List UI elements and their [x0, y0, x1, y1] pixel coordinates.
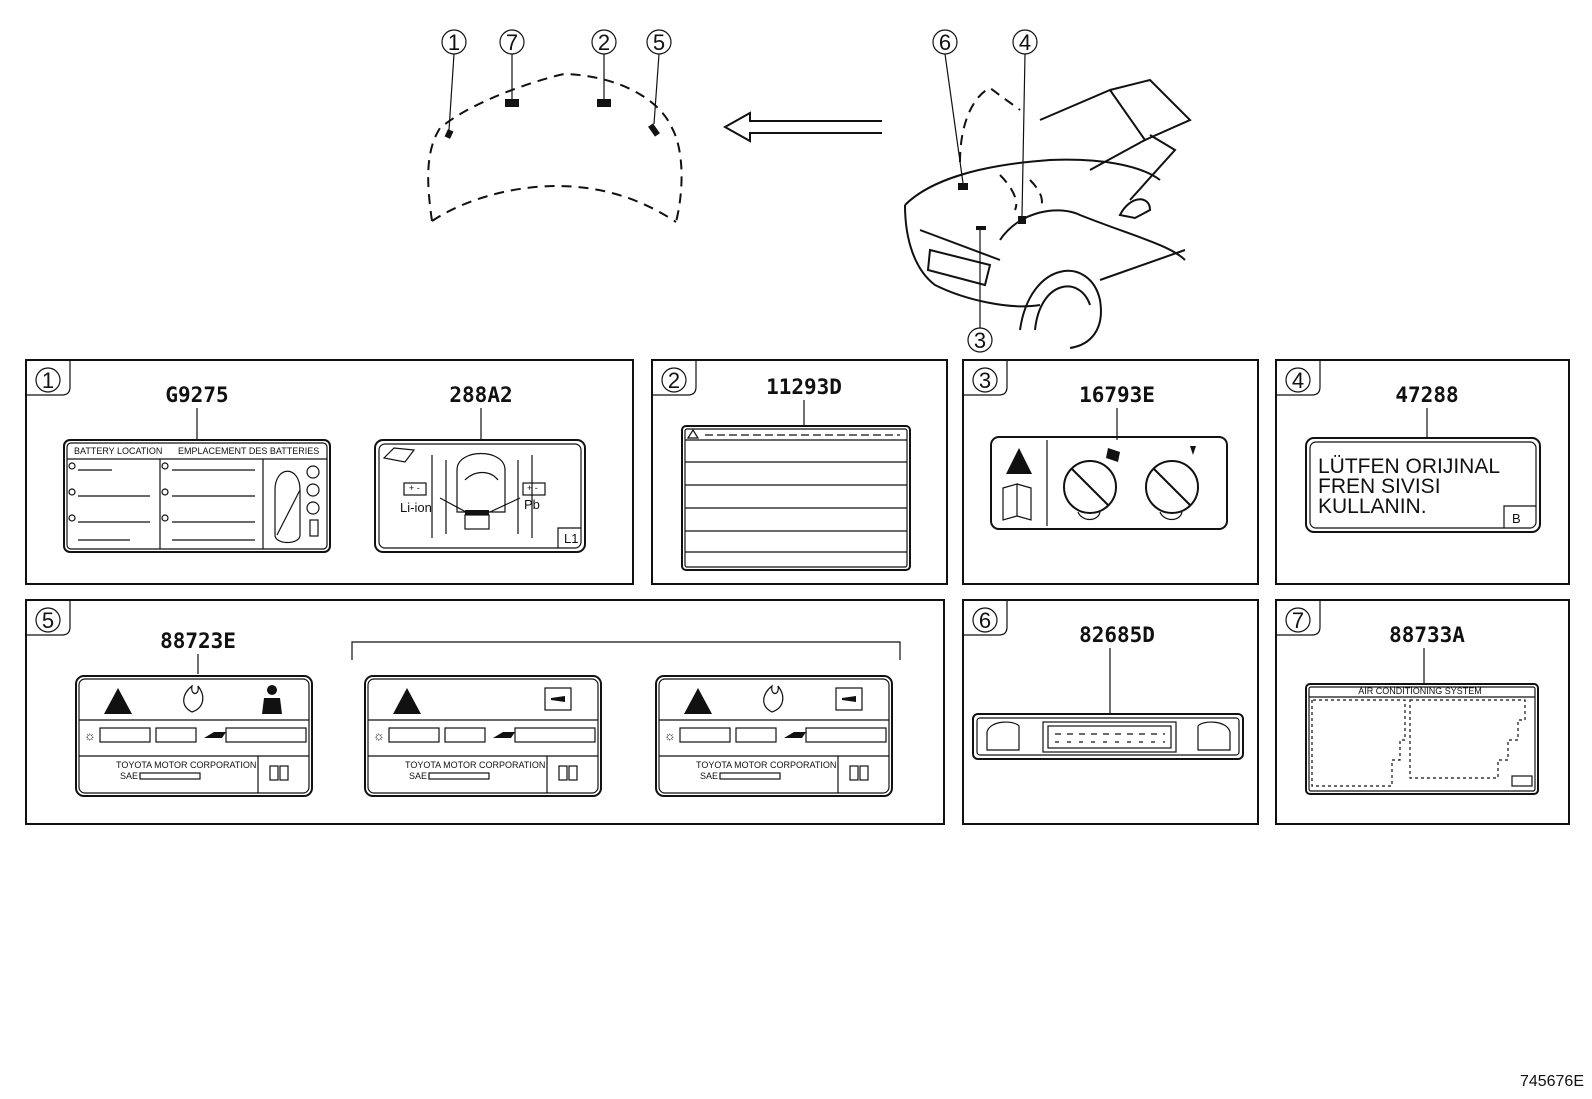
label-battery-title-fr: EMPLACEMENT DES BATTERIES — [178, 446, 319, 456]
callout-6-label: 6 — [939, 30, 951, 55]
label-liion-text: Li-ion — [400, 500, 432, 515]
label-47288-line2: FREN SIVISI — [1318, 475, 1441, 498]
callout-7: 7 — [499, 29, 525, 55]
svg-text:+ -: + - — [409, 483, 420, 493]
label-47288-line3: KULLANIN. — [1318, 495, 1427, 518]
warning-triangle-icon — [393, 688, 421, 714]
label-88733a: AIR CONDITIONING SYSTEM — [1305, 683, 1539, 795]
callout-5: 5 — [646, 29, 672, 55]
panel-3: 3 16793E — [962, 359, 1259, 585]
mechanic-icon — [267, 685, 277, 695]
part-number-82685d: 82685D — [1079, 623, 1155, 647]
callout-4: 4 — [1012, 29, 1038, 55]
part-number-11293d: 11293D — [766, 375, 842, 399]
hood-outline — [427, 53, 683, 223]
part-number-288a2: 288A2 — [449, 383, 512, 407]
oil-can-icon — [493, 732, 515, 738]
label-47288-code: B — [1512, 511, 1521, 526]
no-touch-icon — [1063, 460, 1117, 514]
label-maker-text: TOYOTA MOTOR CORPORATION — [116, 760, 256, 770]
panel-6: 6 82685D — [962, 599, 1259, 825]
callout-1-label: 1 — [448, 30, 460, 55]
panel-5-number: 5 — [42, 608, 54, 633]
no-liquid-icon — [1145, 460, 1199, 514]
label-sae-text: SAE — [409, 771, 427, 781]
panel-4: 4 47288 LÜTFEN ORIJINAL FREN SIVISI KULL… — [1275, 359, 1570, 585]
label-battery-location: BATTERY LOCATION EMPLACEMENT DES BATTERI… — [63, 439, 331, 553]
label-sae-text: SAE — [700, 771, 718, 781]
panel-3-number: 3 — [979, 368, 991, 393]
panel-4-number: 4 — [1292, 368, 1304, 393]
service-manual-icon — [544, 687, 572, 711]
sun-icon: ☼ — [373, 728, 385, 743]
label-11293d — [681, 425, 911, 571]
callout-6: 6 — [932, 29, 958, 55]
oil-can-icon — [204, 732, 226, 738]
sun-icon: ☼ — [84, 728, 96, 743]
callout-3: 3 — [967, 327, 993, 353]
part-number-47288: 47288 — [1395, 383, 1458, 407]
label-88733a-title: AIR CONDITIONING SYSTEM — [1358, 686, 1482, 696]
warning-triangle-icon — [684, 688, 712, 714]
panel-7-number: 7 — [1292, 608, 1304, 633]
callout-2-label: 2 — [598, 30, 610, 55]
part-number-g9275: G9275 — [165, 383, 228, 407]
direction-arrow-icon — [722, 111, 882, 143]
panel-5: 5 88723E — [25, 599, 945, 825]
label-l1-code: L1 — [564, 531, 578, 546]
service-manual-icon — [835, 687, 863, 711]
callout-2: 2 — [591, 29, 617, 55]
label-82685d — [972, 713, 1244, 760]
flame-icon — [763, 684, 784, 713]
part-number-88723e: 88723E — [160, 629, 236, 653]
warning-triangle-icon — [104, 688, 132, 714]
panel-6-number: 6 — [979, 608, 991, 633]
part-number-88733a: 88733A — [1389, 623, 1465, 647]
label-sae-text: SAE — [120, 771, 138, 781]
label-pb-text: Pb — [524, 497, 540, 512]
flame-icon — [183, 684, 204, 713]
manual-book-icon — [1002, 483, 1032, 521]
figure-number: 745676E — [1519, 1073, 1584, 1090]
panel-2: 2 11293D — [651, 359, 948, 585]
label-maker-text: TOYOTA MOTOR CORPORATION — [405, 760, 545, 770]
label-battery-types: + - + - Li-ion Pb L1 — [374, 439, 586, 553]
panel-1: 1 G9275 288A2 — [25, 359, 634, 585]
label-47288: LÜTFEN ORIJINAL FREN SIVISI KULLANIN. B — [1305, 437, 1541, 533]
label-maker-text: TOYOTA MOTOR CORPORATION — [696, 760, 836, 770]
callout-1: 1 — [441, 29, 467, 55]
callout-3-label: 3 — [974, 328, 986, 353]
sun-icon: ☼ — [664, 728, 676, 743]
callout-5-label: 5 — [653, 30, 665, 55]
panel-7: 7 88733A AIR CONDITIONING SYSTEM — [1275, 599, 1570, 825]
label-battery-title-en: BATTERY LOCATION — [74, 446, 162, 456]
panel-1-number: 1 — [42, 368, 54, 393]
oil-can-icon — [784, 732, 806, 738]
callout-4-label: 4 — [1019, 30, 1031, 55]
car-sketch — [904, 53, 1192, 349]
svg-text:+ -: + - — [527, 483, 538, 493]
warning-triangle-icon — [1006, 448, 1032, 474]
panel-2-number: 2 — [668, 368, 680, 393]
label-16793e — [990, 436, 1228, 530]
part-number-16793e: 16793E — [1079, 383, 1155, 407]
label-47288-line1: LÜTFEN ORIJINAL — [1318, 455, 1500, 478]
callout-7-label: 7 — [506, 30, 518, 55]
